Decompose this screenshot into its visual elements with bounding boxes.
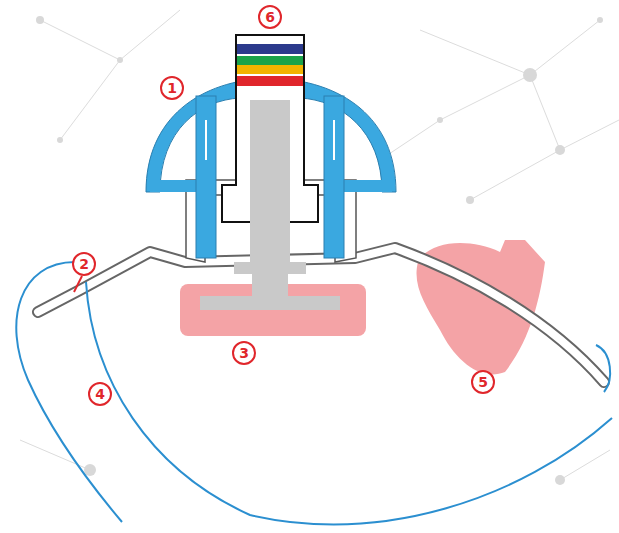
callout-number: 6 xyxy=(258,5,282,29)
background-dots xyxy=(36,16,603,485)
colour-band xyxy=(237,44,303,54)
callout-number: 3 xyxy=(232,341,256,365)
leader-line xyxy=(74,276,82,292)
callout-number: 4 xyxy=(88,382,112,406)
stem xyxy=(200,100,340,310)
callout-number: 5 xyxy=(471,370,495,394)
shell-rim xyxy=(38,248,604,382)
colour-band xyxy=(237,65,303,74)
tissue-line xyxy=(86,282,612,524)
colour-band xyxy=(237,76,303,86)
tissue-line xyxy=(16,262,122,522)
colour-band xyxy=(237,56,303,65)
callout-number: 1 xyxy=(160,76,184,100)
background-network xyxy=(20,10,619,480)
callout-number: 2 xyxy=(72,252,96,276)
